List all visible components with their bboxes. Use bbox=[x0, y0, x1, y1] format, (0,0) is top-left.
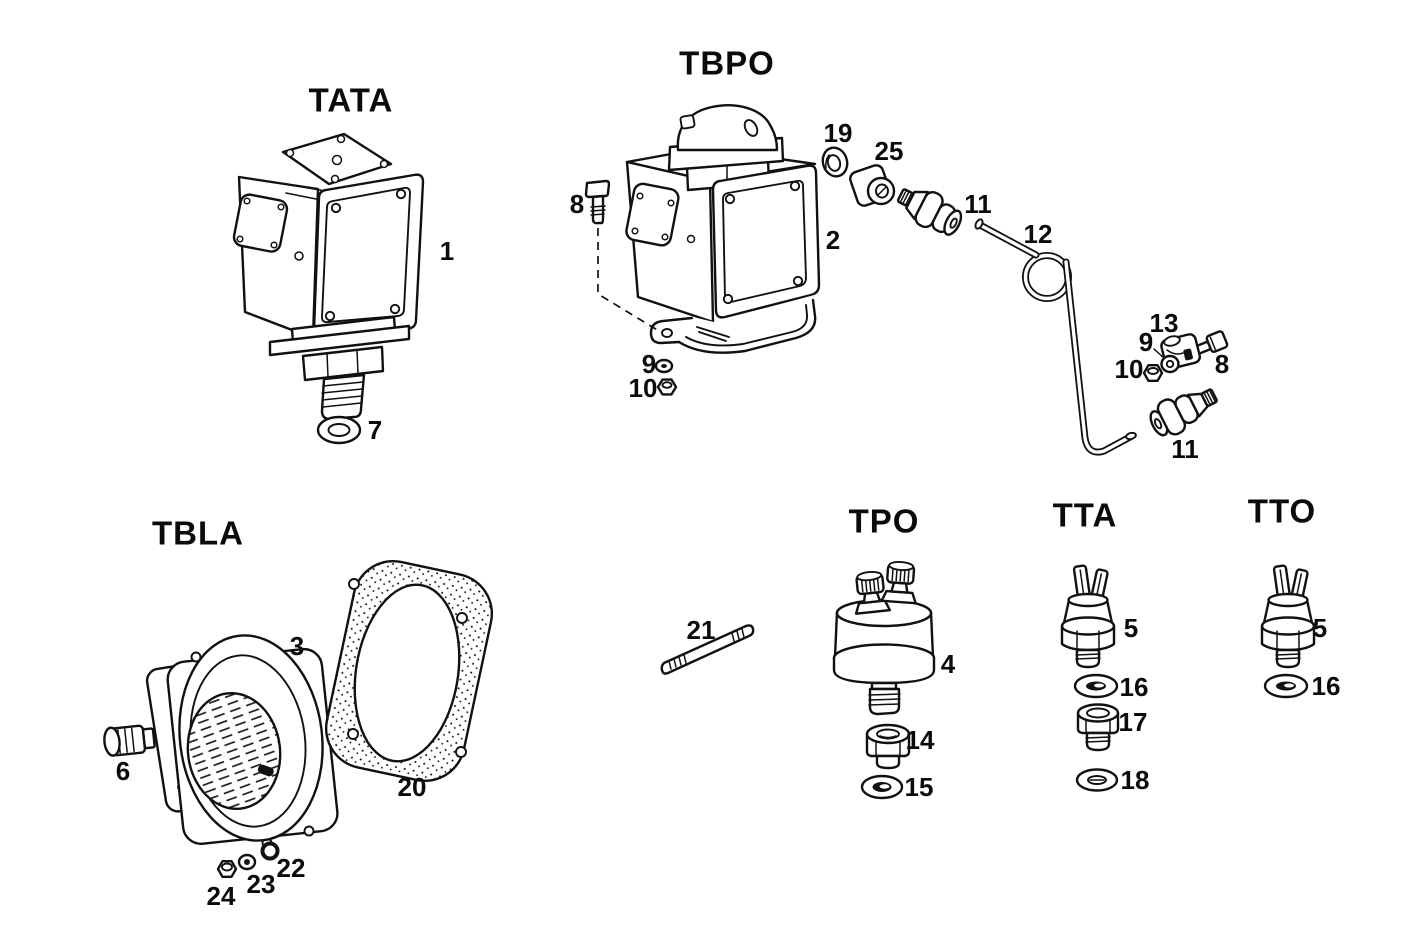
tbla-lamp-unit-3 bbox=[145, 634, 339, 849]
tbla-grommet-22 bbox=[260, 841, 280, 861]
part-label-tpo-21: 21 bbox=[686, 615, 716, 645]
part-label-tta-18: 18 bbox=[1120, 765, 1150, 795]
part-label-tbla-24: 24 bbox=[206, 881, 236, 911]
part-label-tbpo-11-upper: 11 bbox=[964, 189, 992, 219]
tbpo-washer-9-right bbox=[1160, 354, 1180, 374]
tbpo-bolt-alignment-dashes bbox=[597, 228, 660, 332]
tbla-washer-23 bbox=[237, 853, 257, 871]
tbla-nut-24 bbox=[216, 860, 238, 878]
part-label-tata-1: 1 bbox=[439, 236, 455, 266]
part-label-tta-17: 17 bbox=[1118, 707, 1148, 737]
tta-temp-switch-5 bbox=[1060, 564, 1116, 669]
tbpo-connector-11-upper bbox=[896, 188, 963, 236]
tto-washer-16 bbox=[1263, 673, 1309, 699]
tbpo-union-nut-25 bbox=[849, 164, 896, 207]
part-label-tbpo-10-right: 10 bbox=[1114, 354, 1144, 384]
part-label-tbpo-11-lower: 11 bbox=[1171, 434, 1199, 464]
tta-washer-18 bbox=[1075, 768, 1119, 792]
group-title-tto: TTO bbox=[1247, 492, 1317, 530]
part-label-tta-5: 5 bbox=[1123, 613, 1139, 643]
part-label-tbpo-9-right: 9 bbox=[1138, 327, 1154, 357]
tbpo-label9-leader-line bbox=[1153, 348, 1165, 359]
part-label-tbpo-25: 25 bbox=[874, 136, 904, 166]
tbla-gasket-20 bbox=[324, 559, 494, 783]
part-label-tta-16: 16 bbox=[1119, 672, 1149, 702]
part-label-tbpo-12: 12 bbox=[1023, 219, 1053, 249]
tpo-washer-15 bbox=[860, 774, 904, 800]
part-label-tpo-4: 4 bbox=[940, 649, 956, 679]
tbpo-pipe-12 bbox=[974, 218, 1137, 456]
group-title-tata: TATA bbox=[308, 81, 394, 119]
tbpo-nut-10-right bbox=[1142, 364, 1164, 382]
part-label-tbpo-13: 13 bbox=[1149, 308, 1179, 338]
tbla-connector-6 bbox=[103, 724, 156, 757]
part-label-tto-5: 5 bbox=[1312, 613, 1328, 643]
tta-fitting-17 bbox=[1076, 703, 1120, 752]
part-label-tpo-15: 15 bbox=[904, 772, 934, 802]
tbpo-bolt-8-left bbox=[584, 179, 660, 332]
part-label-tbla-23: 23 bbox=[246, 869, 276, 899]
tata-washer-7 bbox=[316, 415, 362, 445]
part-label-tpo-14: 14 bbox=[905, 725, 935, 755]
part-label-tbpo-9-left: 9 bbox=[641, 349, 657, 379]
tto-temp-switch-5 bbox=[1260, 564, 1316, 669]
tpo-stud-21 bbox=[660, 624, 755, 675]
group-title-tbpo: TBPO bbox=[679, 44, 775, 82]
part-label-tbla-6: 6 bbox=[115, 756, 131, 786]
part-label-tbpo-2: 2 bbox=[825, 225, 841, 255]
group-title-tta: TTA bbox=[1052, 496, 1118, 534]
group-title-tbla: TBLA bbox=[152, 514, 244, 552]
part-label-tbla-3: 3 bbox=[289, 631, 305, 661]
tbpo-sender-unit-2 bbox=[625, 104, 821, 355]
group-title-tpo: TPO bbox=[848, 502, 920, 540]
part-label-tbpo-8-left: 8 bbox=[569, 189, 585, 219]
tbpo-seal-ring-19 bbox=[821, 146, 849, 178]
tbpo-nut-10-left bbox=[656, 378, 678, 396]
part-label-tto-16: 16 bbox=[1311, 671, 1341, 701]
part-label-tata-7: 7 bbox=[367, 415, 383, 445]
tta-washer-16 bbox=[1073, 673, 1119, 699]
tbpo-washer-9-left bbox=[654, 358, 674, 374]
part-label-tbla-22: 22 bbox=[276, 853, 306, 883]
tata-sender-unit-1 bbox=[232, 132, 425, 421]
part-label-tbpo-8-right: 8 bbox=[1214, 349, 1230, 379]
tbpo-connector-11-lower bbox=[1149, 388, 1218, 437]
part-label-tbla-20: 20 bbox=[397, 772, 427, 802]
tpo-nut-14 bbox=[865, 723, 911, 770]
part-label-tbpo-10-left: 10 bbox=[628, 373, 658, 403]
tpo-pressure-sender-4 bbox=[832, 561, 936, 716]
part-label-tbpo-19: 19 bbox=[823, 118, 853, 148]
